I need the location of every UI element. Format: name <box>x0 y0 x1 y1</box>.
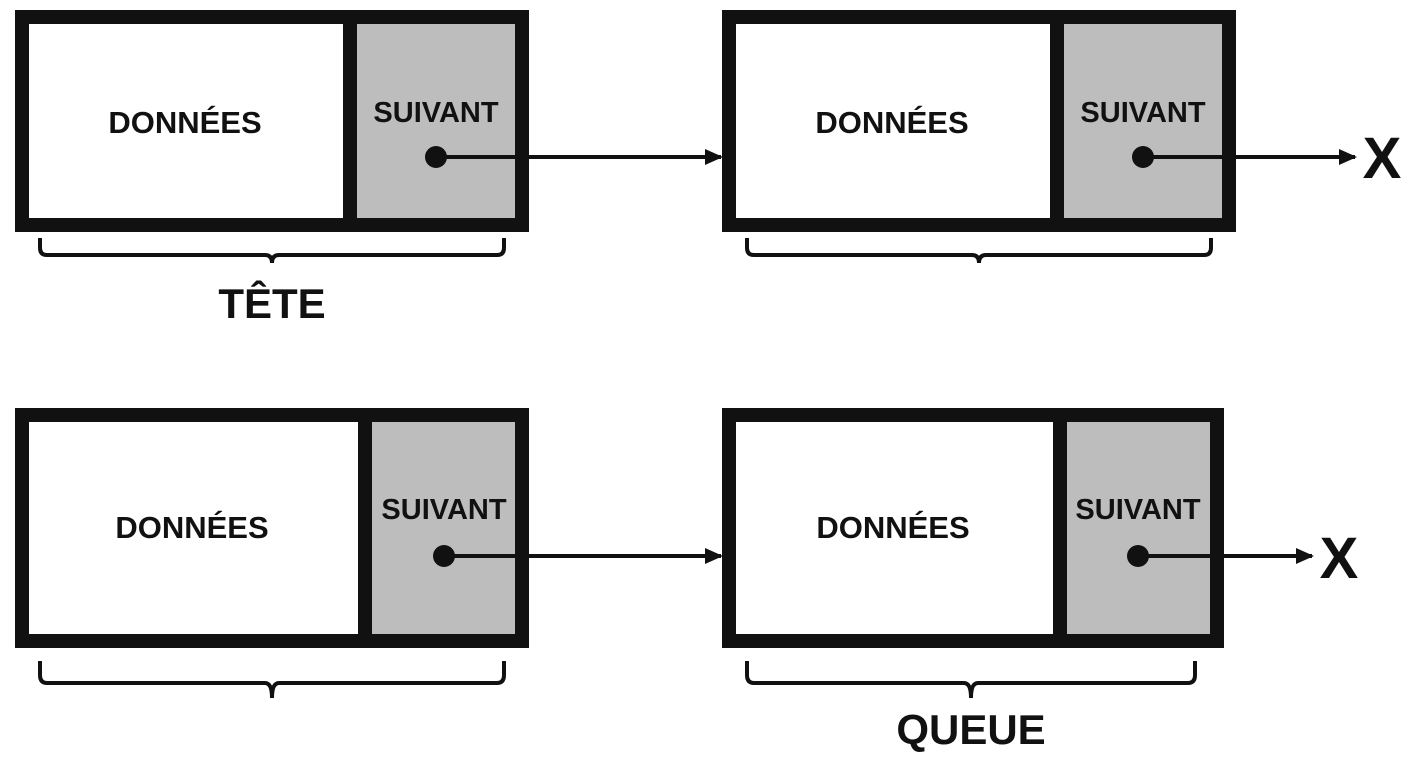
brace-node-2 <box>745 238 1213 264</box>
tail-label: QUEUE <box>896 706 1045 753</box>
node-1-next-label: SUIVANT <box>373 97 498 129</box>
node-4-next-cell <box>1053 408 1224 648</box>
node-4-next-label: SUIVANT <box>1075 494 1200 526</box>
node-1-data-cell <box>15 10 357 232</box>
null-marker-row-2: X <box>1320 526 1359 591</box>
node-1: DONNÉES SUIVANT <box>15 10 529 232</box>
node-3-next-cell <box>358 408 529 648</box>
node-4: DONNÉES SUIVANT <box>722 408 1224 648</box>
node-4-data-cell <box>722 408 1067 648</box>
brace-node-4 <box>745 661 1197 699</box>
node-4-data-label: DONNÉES <box>816 510 969 545</box>
node-2: DONNÉES SUIVANT <box>722 10 1236 232</box>
node-2-next-cell <box>1050 10 1236 232</box>
node-1-next-cell <box>343 10 529 232</box>
null-marker-row-1: X <box>1363 126 1402 191</box>
node-1-data-label: DONNÉES <box>108 105 261 140</box>
head-label: TÊTE <box>218 279 325 327</box>
node-2-data-label: DONNÉES <box>815 105 968 140</box>
node-3-data-label: DONNÉES <box>115 510 268 545</box>
node-3: DONNÉES SUIVANT <box>15 408 529 648</box>
brace-node-1 <box>38 238 506 264</box>
node-2-next-label: SUIVANT <box>1080 97 1205 129</box>
node-3-next-label: SUIVANT <box>381 494 506 526</box>
brace-node-3 <box>38 661 506 699</box>
